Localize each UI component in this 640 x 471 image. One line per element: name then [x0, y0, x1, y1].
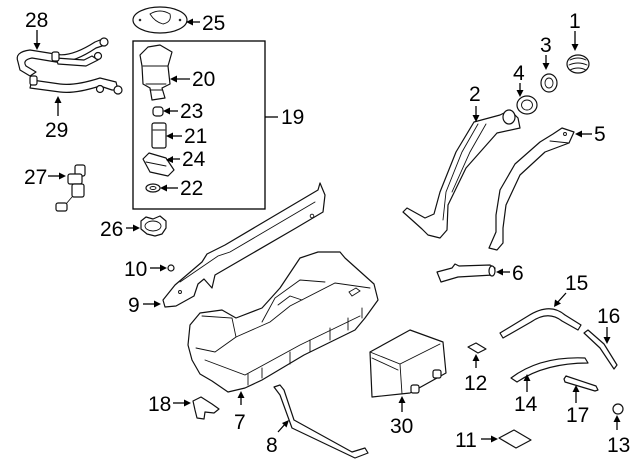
hose-clamp[interactable]	[612, 403, 624, 415]
arrow-3	[542, 63, 550, 70]
arrow-23	[163, 107, 170, 115]
pump-strainer[interactable]	[142, 152, 175, 177]
arrow-21	[166, 132, 173, 140]
pump-assembly-group-box	[132, 40, 266, 210]
callout-2[interactable]: 2	[469, 83, 481, 106]
arrow-10	[160, 264, 167, 272]
arrow-18	[184, 399, 191, 407]
tank-strap[interactable]	[273, 384, 369, 459]
callout-9[interactable]: 9	[128, 294, 140, 317]
pump-seal[interactable]	[145, 183, 161, 193]
arrow-7	[237, 391, 245, 398]
arrow-13	[613, 415, 621, 422]
arrow-24	[166, 156, 173, 163]
callout-20[interactable]: 20	[192, 68, 215, 91]
arrow-12	[472, 354, 480, 361]
filler-neck[interactable]	[402, 109, 521, 239]
arrow-28	[33, 43, 41, 50]
callout-25[interactable]: 25	[202, 12, 225, 35]
arrow-5	[575, 130, 582, 138]
cap-retainer[interactable]	[540, 73, 558, 93]
fuel-pump-module[interactable]	[139, 44, 173, 101]
tank-pad-small[interactable]	[467, 342, 487, 354]
lock-ring[interactable]	[140, 215, 167, 237]
callout-28[interactable]: 28	[25, 9, 48, 32]
callout-3[interactable]: 3	[540, 34, 552, 57]
fuel-pump[interactable]	[151, 122, 167, 149]
arrow-2	[472, 115, 480, 122]
arrow-4	[516, 90, 524, 97]
callout-10[interactable]: 10	[124, 258, 147, 281]
arrow-20	[170, 75, 177, 83]
callout-18[interactable]: 18	[148, 393, 171, 416]
charcoal-canister[interactable]	[369, 329, 447, 398]
callout-21[interactable]: 21	[184, 125, 207, 148]
arrow-25	[186, 18, 193, 26]
shield-clip[interactable]	[167, 264, 175, 272]
arrow-17	[572, 385, 580, 392]
arrow-15	[554, 299, 561, 307]
callout-4[interactable]: 4	[513, 62, 525, 85]
callout-11[interactable]: 11	[455, 429, 477, 452]
arrow-22	[160, 184, 167, 192]
arrow-14	[523, 374, 531, 381]
strap-bracket[interactable]	[192, 396, 220, 420]
callout-23[interactable]: 23	[180, 100, 203, 123]
callout-1[interactable]: 1	[569, 10, 581, 33]
filler-neck-ring[interactable]	[516, 95, 538, 115]
callout-5[interactable]: 5	[594, 123, 606, 146]
leader-15	[556, 292, 567, 304]
arrow-9	[154, 300, 161, 308]
callout-27[interactable]: 27	[24, 166, 47, 189]
arrow-1	[571, 44, 579, 51]
heat-shield[interactable]	[162, 182, 326, 308]
callout-24[interactable]: 24	[182, 148, 206, 171]
vapor-hose-lower[interactable]	[510, 357, 589, 383]
callout-16[interactable]: 16	[597, 305, 620, 328]
callout-12[interactable]: 12	[464, 372, 487, 395]
callout-17[interactable]: 17	[566, 404, 589, 427]
arrow-16	[603, 337, 611, 344]
pump-insulator[interactable]	[152, 106, 164, 117]
callout-29[interactable]: 29	[45, 119, 68, 142]
access-cover[interactable]	[132, 6, 188, 34]
callout-30[interactable]: 30	[390, 415, 413, 438]
callout-8[interactable]: 8	[266, 434, 278, 457]
arrow-11	[491, 435, 498, 443]
filler-hose[interactable]	[436, 263, 496, 283]
arrow-29	[54, 96, 62, 103]
callout-7[interactable]: 7	[234, 411, 246, 434]
callout-6[interactable]: 6	[512, 262, 524, 285]
vapor-hose-upper[interactable]	[499, 308, 582, 339]
short-hose[interactable]	[563, 375, 599, 392]
arrow-26	[133, 224, 140, 232]
callout-22[interactable]: 22	[180, 177, 203, 200]
arrow-6	[496, 268, 503, 276]
arrow-8	[282, 420, 289, 428]
arrow-30	[398, 396, 406, 403]
arrow-27	[59, 172, 66, 180]
callout-26[interactable]: 26	[100, 218, 123, 241]
fuel-tank[interactable]	[187, 251, 379, 393]
callout-19[interactable]: 19	[281, 106, 304, 129]
sending-unit[interactable]	[55, 164, 86, 212]
callout-13[interactable]: 13	[607, 434, 630, 457]
callout-14[interactable]: 14	[514, 393, 538, 416]
callout-15[interactable]: 15	[565, 272, 588, 295]
fuel-cap[interactable]	[566, 54, 590, 74]
fuel-lines[interactable]	[16, 37, 123, 95]
vent-hose[interactable]	[583, 329, 618, 370]
filler-neck-shield[interactable]	[488, 127, 575, 251]
tank-pad-large[interactable]	[498, 429, 532, 449]
